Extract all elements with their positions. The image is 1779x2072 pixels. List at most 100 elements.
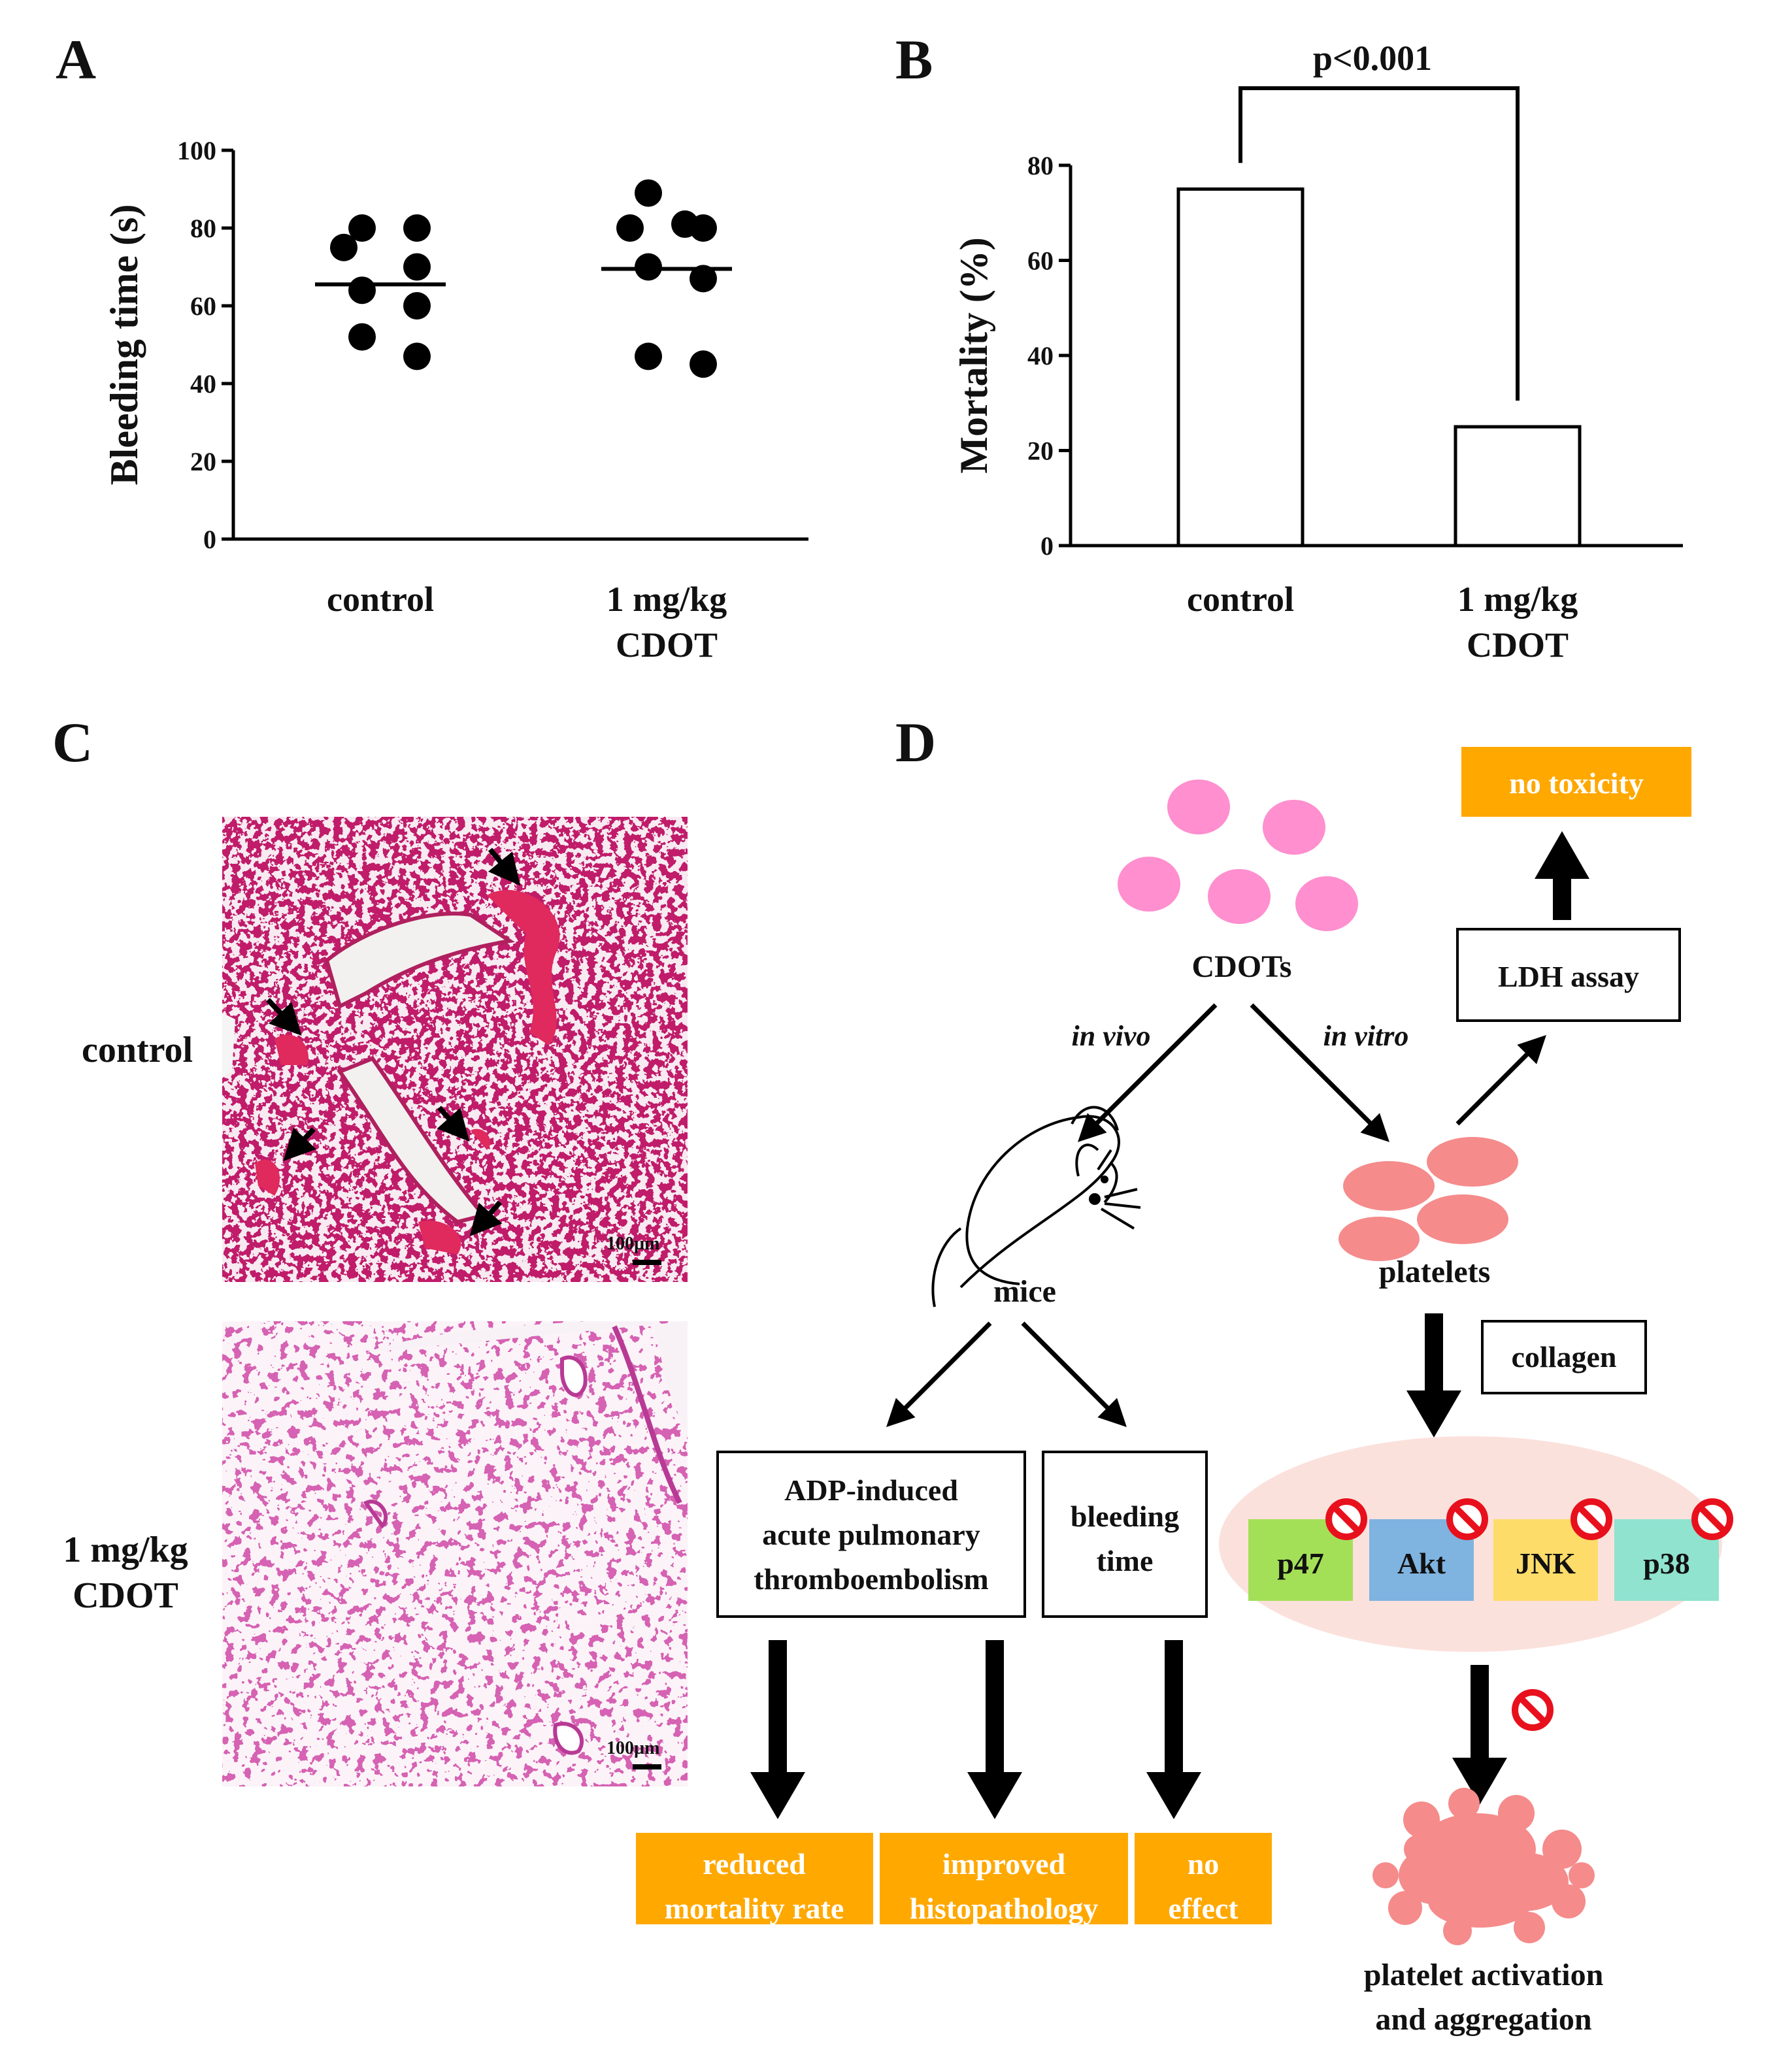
significance-bracket [1239,86,1520,401]
x-category-label: CDOT [1467,625,1569,665]
thick-arrow-outcome-3 [1146,1640,1201,1819]
y-tick-label: 0 [203,525,216,554]
data-point [403,214,431,242]
y-tick-label: 40 [1027,341,1054,370]
y-tick-label: 20 [190,447,216,476]
outcome-box-histopathology [880,1833,1128,1924]
data-point [690,350,717,378]
panel-c: C control 1 mg/kg CDOT 100µm [52,711,688,1786]
bar [1454,425,1582,548]
platelet-aggregate-illustration [1372,1788,1595,1945]
outcome-histopathology-line2: histopathology [910,1892,1099,1925]
platelets-label: platelets [1379,1255,1491,1289]
panel-d: D CDOTs no toxicity LDH assay in vivo in… [636,711,1730,2037]
thick-arrow-collagen [1406,1313,1461,1438]
bleeding-label-line2: time [1097,1544,1154,1577]
inhibition-icon [1329,1502,1364,1537]
in-vitro-label: in vitro [1323,1020,1409,1052]
inhibition-icon [1574,1502,1609,1537]
y-axis-label: Mortality (%) [952,237,995,474]
y-tick-label: 20 [1027,436,1054,466]
data-point [690,214,717,242]
panel-a-marks [315,179,732,378]
adp-label-line1: ADP-induced [784,1473,958,1507]
scale-bar-label: 100µm [607,1738,659,1758]
thrombus-arrow [437,1106,470,1142]
inhibition-icon [1695,1502,1730,1537]
scale-bar-label: 100µm [607,1234,659,1254]
data-point [348,323,376,351]
data-point [616,214,644,242]
thrombus-arrow [283,1127,316,1161]
x-category-label: control [327,580,434,619]
data-point [403,292,431,320]
histology-control-image: 100µm [222,817,688,1282]
adp-box [716,1451,1026,1618]
thick-arrow-up [1535,831,1589,920]
outcome-no-effect-line1: no [1188,1847,1220,1881]
cdots-illustration [1118,780,1358,931]
no-toxicity-box [1461,747,1691,817]
no-toxicity-label: no toxicity [1509,766,1644,800]
x-category-label: 1 mg/kg [607,580,727,619]
outcome-histopathology-line1: improved [942,1847,1066,1881]
arrow-cdots-to-platelets [1250,1003,1389,1142]
bar [1176,187,1305,548]
activation-label-line1: platelet activation [1364,1958,1604,1992]
thick-arrow-outcome-1 [750,1640,805,1819]
panel-c-letter: C [52,711,93,774]
outcome-no-effect-line2: effect [1168,1892,1239,1925]
outcome-box-mortality [636,1833,873,1924]
activation-label-line2: and aggregation [1375,2002,1591,2037]
arrow-platelets-to-ldh [1455,1035,1546,1126]
cdots-label: CDOTs [1192,949,1292,984]
collagen-box [1481,1320,1647,1394]
inhibition-icon [1515,1692,1550,1728]
ldh-assay-label: LDH assay [1498,960,1639,993]
y-tick-label: 0 [1040,531,1054,561]
mouse-icon [931,1106,1141,1307]
protein-label-akt: Akt [1397,1547,1446,1580]
mice-label: mice [993,1274,1056,1309]
x-category-label: CDOT [616,625,718,665]
outcome-mortality-line2: mortality rate [665,1892,844,1925]
outcome-box-no-effect [1135,1833,1272,1924]
protein-label-jnk: JNK [1516,1547,1576,1580]
thick-arrow-aggregation [1452,1665,1507,1805]
data-point [330,233,357,261]
x-category-label: 1 mg/kg [1457,580,1578,619]
y-tick-label: 40 [190,369,216,399]
thrombus-arrow [266,998,302,1036]
outcome-mortality-line1: reduced [703,1847,806,1881]
y-axis-label: Bleeding time (s) [103,205,146,485]
inhibition-icon [1450,1502,1485,1537]
adp-label-line2: acute pulmonary [762,1518,980,1551]
x-category-label: control [1187,580,1294,619]
data-point [635,179,662,207]
thrombus-arrow [488,847,521,886]
data-point [635,342,662,370]
collagen-label: collagen [1512,1340,1617,1373]
panel-d-letter: D [895,711,936,774]
panel-a-letter: A [56,28,96,91]
data-point [403,342,431,370]
panel-b-marks: p<0.001 [1176,39,1582,548]
arrow-mice-to-bleeding [1021,1321,1127,1427]
platelets-illustration [1338,1137,1518,1261]
panel-c-label-cdot-line2: CDOT [73,1575,178,1616]
bleeding-label-line1: bleeding [1071,1500,1179,1533]
significance-label: p<0.001 [1313,39,1432,78]
panel-c-label-control: control [82,1030,193,1070]
data-point [690,265,717,293]
in-vivo-label: in vivo [1072,1020,1151,1052]
protein-label-p47: p47 [1277,1547,1324,1580]
y-tick-label: 80 [190,214,216,243]
data-point [348,276,376,304]
data-point [348,214,376,242]
